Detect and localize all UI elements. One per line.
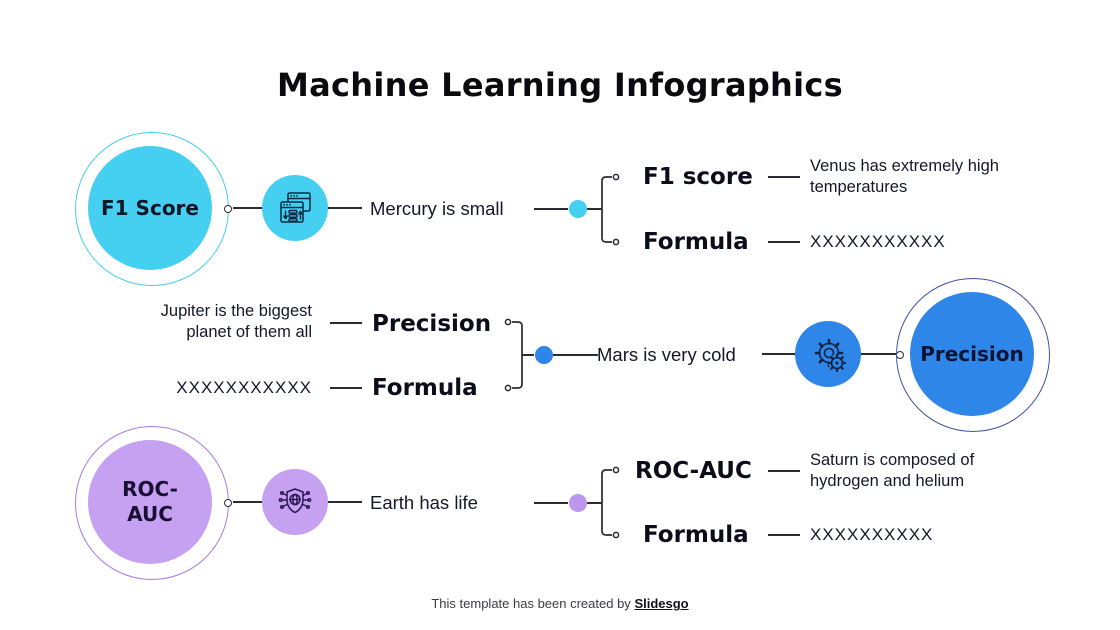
roc-bracket [534, 466, 620, 539]
precision-main-circle-label: Precision [920, 341, 1024, 366]
precision-branch1-label: Precision [372, 311, 492, 337]
connector-line [861, 353, 896, 355]
f1-branch2-label: Formula [643, 229, 749, 255]
dash-line [768, 534, 800, 536]
precision-main-circle: Precision [910, 292, 1034, 416]
f1-branch1-value: Venus has extremely high temperatures [810, 157, 999, 196]
f1-branch2-value: XXXXXXXXXXX [810, 232, 946, 251]
connector-line [762, 353, 795, 355]
slidesgo-link[interactable]: Slidesgo [634, 596, 689, 611]
dash-line [768, 470, 800, 472]
browser-windows-data-icon [275, 188, 315, 228]
f1-icon-circle [262, 175, 328, 241]
f1-connector-text: Mercury is small [370, 198, 504, 219]
page-title: Machine Learning Infographics [276, 66, 844, 104]
f1-main-circle: F1 Score [88, 146, 212, 270]
roc-branch1-label: ROC-AUC [635, 458, 752, 484]
dash-line [768, 241, 800, 243]
f1-bracket [534, 173, 620, 246]
precision-branch2-value: XXXXXXXXXXX [176, 378, 312, 397]
precision-branch2-label: Formula [372, 375, 478, 401]
connector-node-dot [224, 205, 232, 213]
footer-credit-text: This template has been created by [431, 596, 631, 611]
dash-line [768, 176, 800, 178]
connector-line [328, 501, 362, 503]
precision-icon-circle [795, 321, 861, 387]
connector-line [233, 207, 262, 209]
connector-line [233, 501, 262, 503]
dash-line [330, 387, 362, 389]
connector-node-dot [224, 499, 232, 507]
roc-main-circle: ROC-AUC [88, 440, 212, 564]
roc-icon-circle [262, 469, 328, 535]
f1-branch1-label: F1 score [643, 164, 753, 190]
precision-connector-text: Mars is very cold [597, 344, 736, 365]
roc-main-circle-label: ROC-AUC [122, 477, 178, 526]
precision-branch1-value: Jupiter is the biggest planet of them al… [160, 302, 312, 341]
roc-branch2-value: XXXXXXXXXX [810, 525, 934, 544]
precision-outer-ring [896, 278, 1050, 432]
roc-branch1-value: Saturn is composed of hydrogen and heliu… [810, 451, 975, 490]
gears-icon [808, 334, 848, 374]
connector-line [328, 207, 362, 209]
precision-bracket [504, 318, 598, 392]
footer-credit: This template has been created by Slides… [0, 596, 1120, 611]
roc-connector-text: Earth has life [370, 492, 478, 513]
dash-line [330, 322, 362, 324]
f1-main-circle-label: F1 Score [101, 195, 199, 220]
shield-network-icon [275, 482, 315, 522]
roc-branch2-label: Formula [643, 522, 749, 548]
